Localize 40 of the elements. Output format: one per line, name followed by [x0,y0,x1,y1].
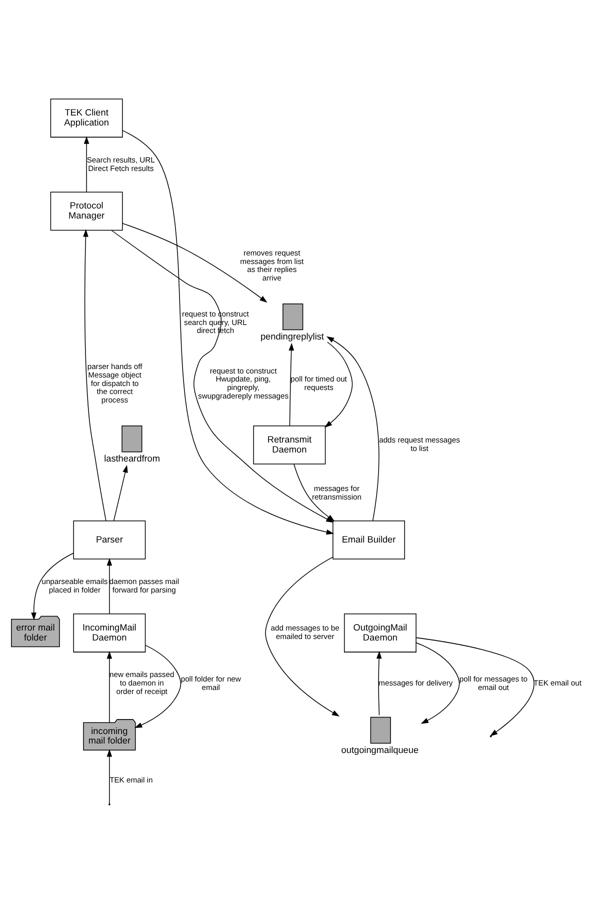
arrow [288,342,294,426]
arrow [31,552,74,620]
arrow [326,336,380,521]
node-box: Parser [73,520,146,559]
arrow [416,642,460,724]
arrow [324,341,353,428]
edge-label: removes request messages from list as their replies arrive [240,248,304,282]
edge-label: poll for messages to email out [459,674,528,692]
edge-label: add messages to be emailed to server [270,623,340,641]
node-box: IncomingMail Daemon [73,613,146,652]
edge-label: adds request messages to list [379,435,460,453]
arrow [376,650,382,716]
node-box: TEK Client Application [50,98,123,138]
arrow [265,556,340,716]
edge-label: messages for delivery [378,678,453,688]
node-label: outgoingmailqueue [341,744,419,754]
edge-label: request to construct Hwupdate, ping, pingreply, swupgradereply messages [198,366,289,400]
edge-label: unparseable emails placed in folder [42,576,108,594]
node-label: pendingreplylist [260,330,324,341]
arrow [106,650,112,722]
edge-label: poll for timed out requests [290,374,347,392]
arrow [134,644,182,728]
node-box: OutgoingMail Daemon [344,613,416,652]
edge-label: messages for retransmission [312,484,362,502]
arrow [84,136,90,192]
edge-label: Search results, URL Direct Fetch results [86,154,155,172]
node-box: Email Builder [332,520,405,559]
edge-label: TEK email out [534,678,582,688]
node-label: lastheardfrom [104,452,160,463]
node-box: Retransmit Daemon [253,425,326,464]
edge-label: parser hands off Message object for dispatch to the correct process [87,362,142,404]
arrow [106,558,112,614]
arrow [83,228,106,521]
arrow [113,464,128,521]
edge-label: poll folder for new email [180,674,241,692]
edge-label: new emails passed to daemon in order of receipt [109,670,174,696]
arrow [106,748,112,804]
node-box: Protocol Manager [50,191,123,230]
arrow [294,463,335,521]
arrow [122,222,268,302]
